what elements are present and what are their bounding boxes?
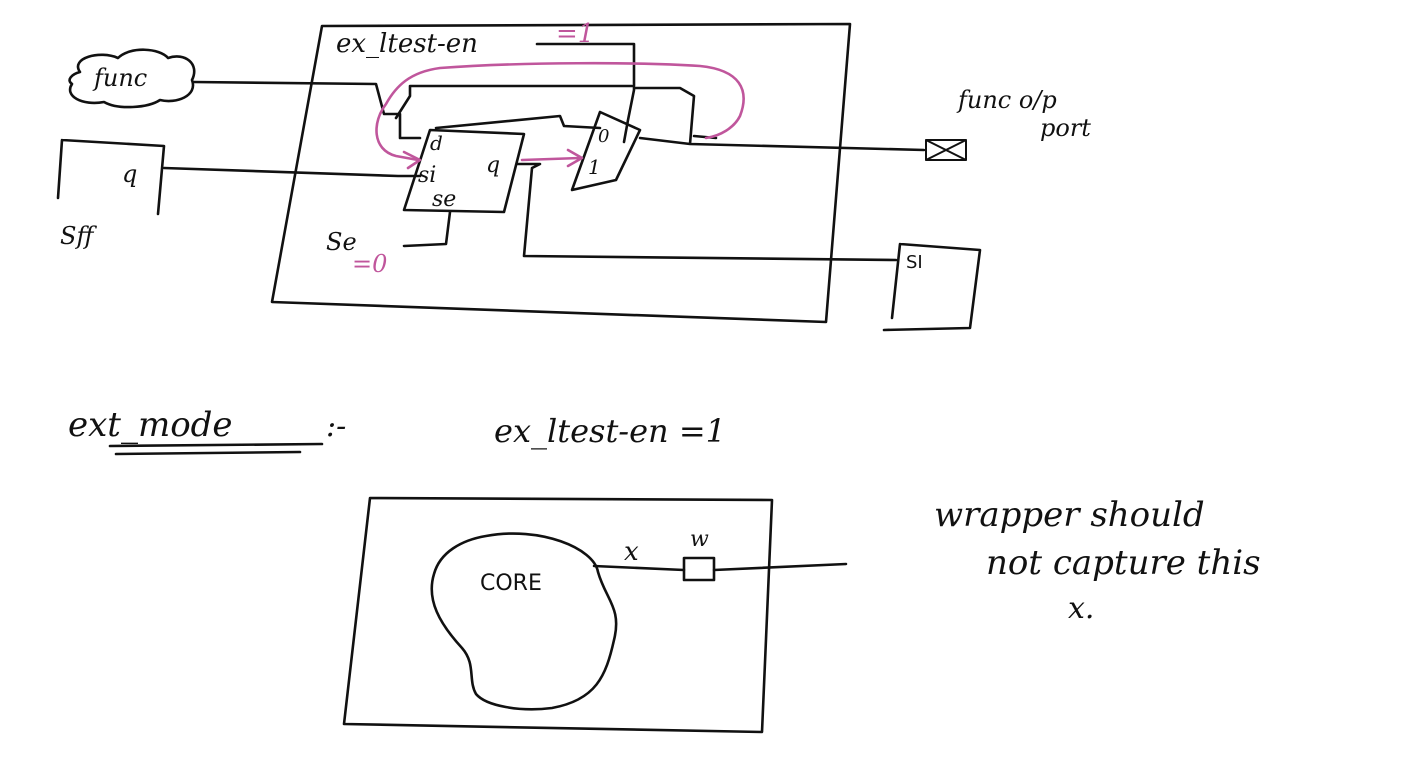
si-box bbox=[882, 242, 982, 332]
func-cloud bbox=[68, 48, 196, 109]
func-op-label-2: port bbox=[1040, 114, 1091, 142]
si-box-label: SI bbox=[906, 252, 923, 273]
cell-d-label: d bbox=[430, 131, 443, 155]
core-wrapper-box bbox=[342, 496, 774, 734]
ext-mode-underline-2 bbox=[114, 450, 302, 456]
sff-q-wire bbox=[162, 166, 422, 178]
wrapper-cell-outline bbox=[270, 22, 852, 324]
sff-name: Sff bbox=[60, 222, 97, 250]
func-wire bbox=[192, 80, 422, 140]
cell-si-label: si bbox=[418, 163, 436, 188]
ex-test-en-wire bbox=[535, 42, 636, 144]
sff-box bbox=[56, 138, 166, 216]
note-line-2: not capture this bbox=[986, 543, 1261, 583]
scan-cell-box bbox=[402, 128, 526, 214]
mux-0-label: 0 bbox=[598, 126, 609, 147]
ext-mode-label: ext_mode bbox=[68, 405, 233, 445]
func-port-box bbox=[925, 139, 967, 161]
mux-1-label: 1 bbox=[588, 155, 601, 179]
scan-out-wire bbox=[516, 162, 898, 262]
w-label: w bbox=[690, 527, 709, 552]
core-out-wire bbox=[592, 564, 686, 572]
se-wire bbox=[402, 210, 452, 248]
se-label: Se bbox=[326, 228, 357, 256]
mux-shape bbox=[570, 110, 642, 192]
cell-q-label: q bbox=[486, 153, 500, 178]
ext-mode-underline-1 bbox=[108, 442, 324, 448]
ex-test-en-equation: ex_ltest-en =1 bbox=[494, 412, 726, 450]
highlight-q-to-mux bbox=[520, 148, 584, 168]
se-value: =0 bbox=[352, 250, 387, 278]
w-out-wire bbox=[712, 562, 848, 572]
note-line-3: x. bbox=[1068, 591, 1094, 626]
ex-test-en-label: ex_ltest-en bbox=[336, 29, 478, 59]
mux-out-wire bbox=[634, 86, 926, 152]
x-mark: x bbox=[624, 537, 639, 567]
func-op-label-1: func o/p bbox=[956, 86, 1057, 114]
highlight-arrow-to-d bbox=[402, 150, 422, 170]
cell-se-label: se bbox=[432, 187, 456, 212]
highlight-loop bbox=[375, 61, 745, 162]
ext-mode-suffix: :- bbox=[326, 409, 346, 444]
func-to-mux-wire bbox=[394, 84, 634, 130]
w-cell-box bbox=[682, 556, 716, 582]
sff-q-label: q bbox=[122, 160, 137, 188]
core-label: CORE bbox=[480, 571, 542, 596]
note-line-1: wrapper should bbox=[934, 495, 1205, 535]
func-label: func bbox=[92, 64, 147, 92]
core-blob bbox=[430, 532, 618, 711]
